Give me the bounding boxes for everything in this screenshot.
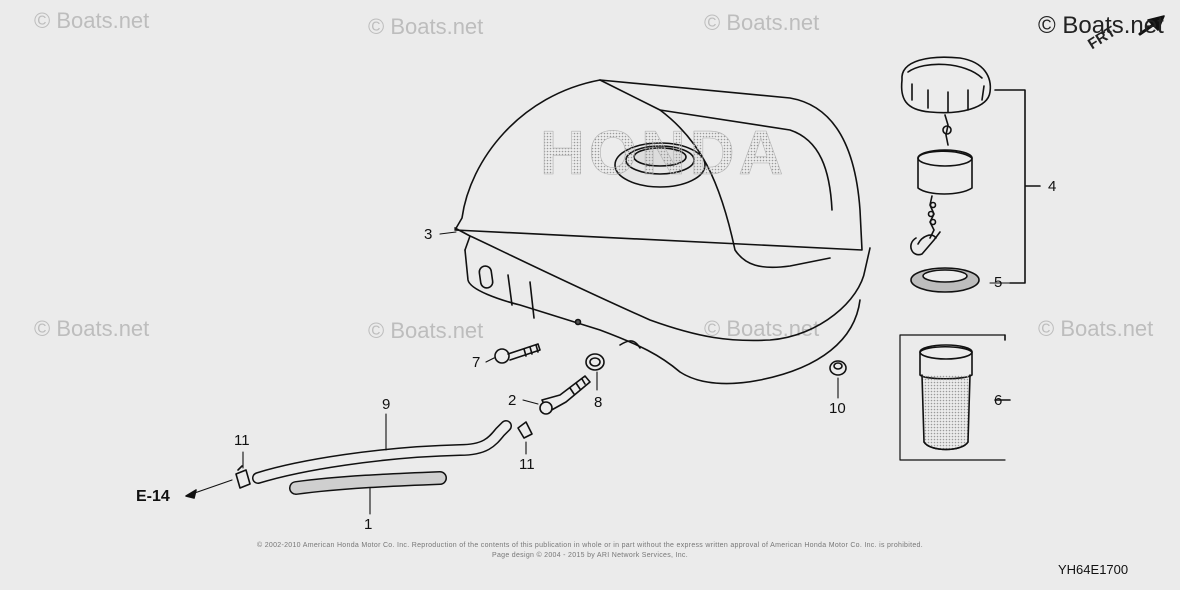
reference-label: E-14 (136, 488, 170, 505)
hose-clamp (235, 465, 251, 489)
watermark: © Boats.net (368, 14, 484, 39)
fuel-cap (900, 56, 992, 256)
callout-6: 6 (994, 392, 1003, 409)
callout-7: 7 (472, 354, 481, 371)
callout-9: 9 (382, 396, 391, 413)
callout-4: 4 (1048, 178, 1057, 195)
callout-3: 3 (424, 226, 433, 243)
cap-gasket (910, 267, 980, 293)
watermark: © Boats.net (704, 316, 820, 341)
front-direction-arrow (1138, 15, 1165, 36)
watermark: © Boats.net (704, 10, 820, 35)
callout-10: 10 (829, 400, 846, 417)
hose-clamp (517, 421, 533, 439)
grommet (829, 360, 847, 376)
watermark: © Boats.net (368, 318, 484, 343)
diagram-code: YH64E1700 (1058, 562, 1129, 577)
watermark: © Boats.net (34, 316, 150, 341)
bolt (494, 343, 541, 364)
tank-logo: HONDA (540, 119, 787, 188)
bracket-4-5 (994, 89, 1041, 284)
brand-mark: © Boats.net (1038, 12, 1164, 39)
callout-1: 1 (364, 516, 373, 533)
callout-5: 5 (994, 274, 1003, 291)
washer (585, 353, 605, 371)
leader-lines (242, 231, 1026, 515)
copyright-line: Page design © 2004 - 2015 by ARI Network… (492, 552, 688, 559)
callout-8: 8 (594, 394, 603, 411)
callout-11: 11 (234, 432, 250, 449)
fuel-tank (454, 79, 871, 385)
callout-11: 11 (519, 456, 535, 473)
copyright-line: © 2002-2010 American Honda Motor Co. Inc… (257, 542, 923, 549)
watermark: © Boats.net (1038, 316, 1154, 341)
reference-arrow (185, 479, 233, 499)
fuel-valve (539, 375, 591, 415)
callout-2: 2 (508, 392, 517, 409)
watermark: © Boats.net (34, 8, 150, 33)
strainer-box (899, 334, 1011, 461)
